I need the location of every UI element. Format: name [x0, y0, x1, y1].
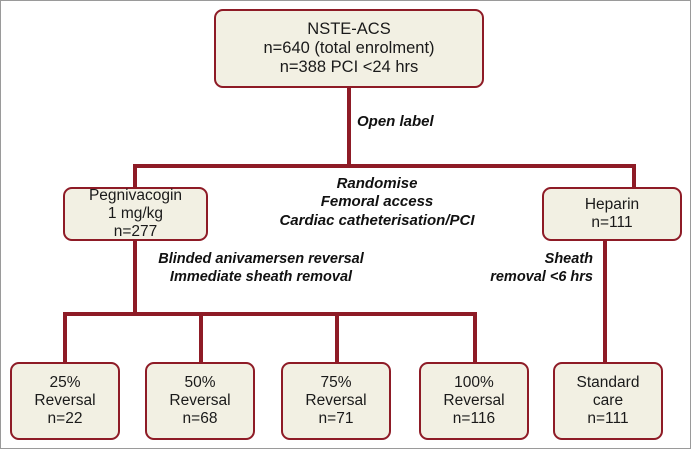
connector-to-heparin [632, 164, 636, 187]
node-reversal-75-line3: n=71 [318, 409, 354, 427]
connector-to-reversal-25 [63, 312, 67, 362]
node-reversal-75[interactable]: 75% Reversal n=71 [281, 362, 391, 440]
annotation-reversal-protocol: Blinded anivamersen reversal Immediate s… [142, 251, 380, 286]
node-nste-acs[interactable]: NSTE-ACS n=640 (total enrolment) n=388 P… [214, 9, 484, 88]
connector-to-pegnivacogin [133, 164, 137, 187]
annotation-reversal-protocol-line2: Immediate sheath removal [169, 268, 353, 285]
annotation-open-label-line1: Open label [357, 113, 434, 130]
node-reversal-25-line2: Reversal [34, 392, 96, 410]
annotation-sheath-protocol-line1: Sheath [544, 251, 593, 267]
connector-to-reversal-100 [473, 312, 477, 362]
node-reversal-50[interactable]: 50% Reversal n=68 [145, 362, 255, 440]
node-nste-acs-line3: n=388 PCI <24 hrs [279, 58, 419, 77]
node-nste-acs-line1: NSTE-ACS [307, 19, 391, 38]
node-pegnivacogin[interactable]: Pegnivacogin 1 mg/kg n=277 [63, 187, 208, 241]
annotation-open-label: Open label [357, 113, 434, 131]
annotation-randomise-line3: Cardiac catheterisation/PCI [279, 211, 475, 229]
node-reversal-75-line2: Reversal [305, 392, 367, 410]
node-heparin-line1: Heparin [584, 196, 640, 214]
annotation-reversal-protocol-line1: Blinded anivamersen reversal [158, 251, 364, 267]
node-pegnivacogin-line3: n=277 [113, 222, 158, 240]
annotation-randomise: Randomise Femoral access Cardiac cathete… [251, 175, 503, 230]
node-reversal-100-line1: 100% [454, 374, 494, 392]
node-heparin-line2: n=111 [591, 214, 633, 231]
annotation-sheath-protocol: Sheath removal <6 hrs [450, 251, 593, 286]
annotation-sheath-protocol-line2: removal <6 hrs [490, 268, 593, 285]
node-reversal-75-line1: 75% [320, 374, 352, 392]
node-reversal-25-line3: n=22 [47, 409, 83, 427]
node-pegnivacogin-line2: 1 mg/kg [107, 205, 164, 223]
annotation-randomise-line2: Femoral access [320, 193, 434, 211]
node-reversal-25-line1: 25% [49, 374, 81, 392]
connector-randomise-bar [133, 164, 636, 168]
node-reversal-50-line2: Reversal [169, 392, 231, 410]
node-reversal-50-line1: 50% [184, 374, 216, 392]
connector-pegnivacogin-down [133, 240, 137, 312]
node-reversal-25[interactable]: 25% Reversal n=22 [10, 362, 120, 440]
node-standard-care-line2: care [592, 392, 624, 410]
connector-to-reversal-75 [335, 312, 339, 362]
annotation-randomise-line1: Randomise [336, 175, 418, 192]
node-standard-care[interactable]: Standard care n=111 [553, 362, 663, 440]
node-reversal-100[interactable]: 100% Reversal n=116 [419, 362, 529, 440]
node-pegnivacogin-line1: Pegnivacogin [88, 187, 183, 205]
node-standard-care-line1: Standard [576, 374, 640, 392]
node-reversal-100-line3: n=116 [452, 409, 496, 427]
connector-to-reversal-50 [199, 312, 203, 362]
connector-reversal-bus [63, 312, 477, 316]
node-reversal-100-line2: Reversal [443, 392, 505, 410]
connector-heparin-down [603, 240, 607, 362]
node-nste-acs-line2: n=640 (total enrolment) [263, 38, 435, 57]
node-reversal-50-line3: n=68 [182, 409, 218, 427]
connector-root-down [347, 87, 351, 164]
node-standard-care-line3: n=111 [587, 409, 629, 427]
node-heparin[interactable]: Heparin n=111 [542, 187, 682, 241]
